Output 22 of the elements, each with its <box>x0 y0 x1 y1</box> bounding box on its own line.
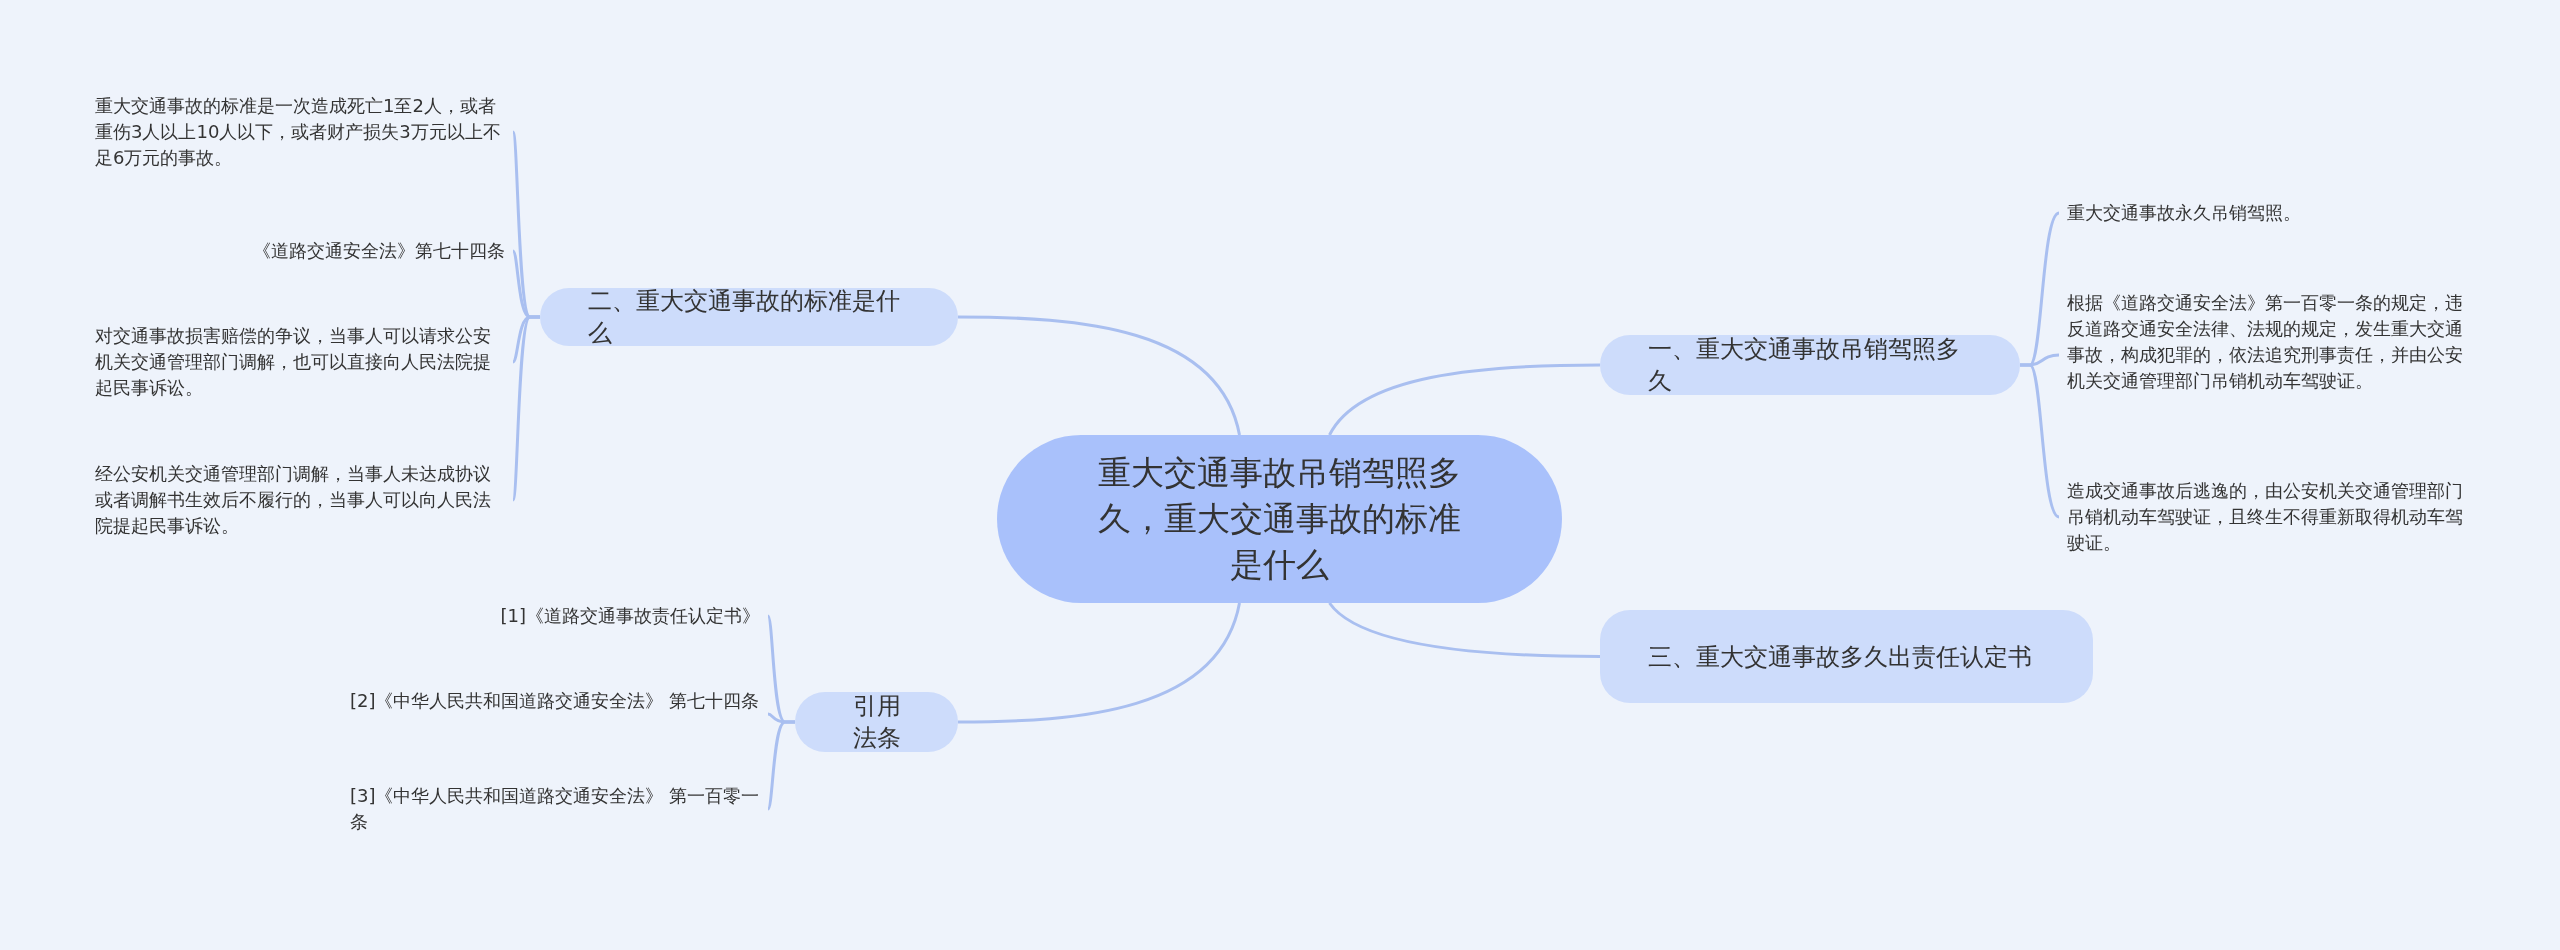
topic-box: 引用法条 <box>795 692 958 752</box>
connector-line <box>1328 602 1600 658</box>
topic-box: 三、重大交通事故多久出责任认定书 <box>1600 610 2093 703</box>
note-text: 根据《道路交通安全法》第一百零一条的规定，违反道路交通安全法律、法规的规定，发生重大交通事故，构成犯罪的，依法追究刑事责任，并由公安机关交通管理部门吊销机动车驾驶证。 <box>2067 290 2477 420</box>
central-topic: 重大交通事故吊销驾照多久，重大交通事故的标准是什么 <box>997 435 1562 603</box>
note-text: [1]《道路交通事故责任认定书》 <box>350 603 760 629</box>
connector-line <box>1328 363 1600 436</box>
connector-line <box>2020 363 2060 519</box>
note-text: [2]《中华人民共和国道路交通安全法》 第七十四条 <box>350 688 760 740</box>
connector-line <box>766 720 795 810</box>
topic-box: 一、重大交通事故吊销驾照多久 <box>1600 335 2020 395</box>
note-text: 造成交通事故后逃逸的，由公安机关交通管理部门吊销机动车驾驶证，且终生不得重新取得机动车驾驶证。 <box>2067 478 2477 556</box>
topic-box: 二、重大交通事故的标准是什么 <box>540 288 958 346</box>
connector-line <box>958 315 1241 436</box>
note-text: [3]《中华人民共和国道路交通安全法》 第一百零一条 <box>350 783 760 835</box>
note-text: 重大交通事故的标准是一次造成死亡1至2人，或者重伤3人以上10人以下，或者财产损失3万元以上不足6万元的事故。 <box>95 93 505 171</box>
connector-line <box>511 315 540 501</box>
connector-line <box>958 602 1241 724</box>
note-text: 经公安机关交通管理部门调解，当事人未达成协议或者调解书生效后不履行的，当事人可以向人民法院提起民事诉讼。 <box>95 461 505 539</box>
note-text: 《道路交通安全法》第七十四条 <box>95 238 505 264</box>
note-text: 重大交通事故永久吊销驾照。 <box>2067 200 2477 226</box>
note-text: 对交通事故损害赔偿的争议，当事人可以请求公安机关交通管理部门调解，也可以直接向人民法院提起民事诉讼。 <box>95 323 505 401</box>
